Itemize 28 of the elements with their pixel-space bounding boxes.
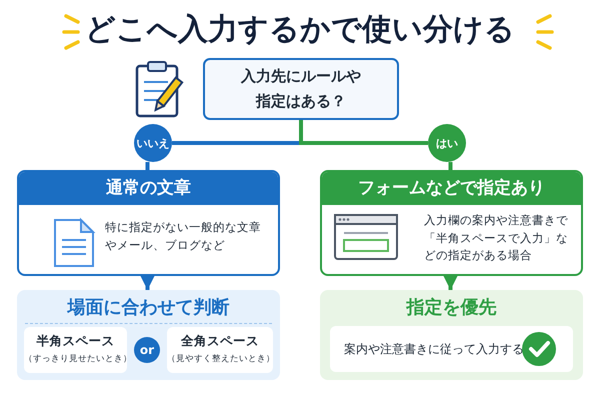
panel (17, 290, 280, 380)
question-box: 入力先にルールや指定はある？ (203, 58, 399, 120)
connector-line (299, 120, 428, 145)
panel-heading: 場面に合わせて判断 (66, 296, 230, 320)
arrow (442, 274, 458, 290)
answer-circle: はい (428, 124, 466, 162)
action-box (330, 326, 573, 372)
title: どこへ入力するかで使い分ける (85, 12, 515, 47)
panel (320, 290, 583, 380)
option-title: 全角スペース (180, 333, 260, 349)
option-box (167, 327, 273, 373)
option-note: （すっきり見せたいとき） (24, 353, 127, 366)
card (320, 170, 583, 276)
connector-line (448, 162, 452, 170)
option-title: 半角スペース (36, 333, 116, 349)
or-circle: or (134, 337, 160, 363)
card-text: 入力欄の案内や注意書きで「半角スペースで入力」などの指定がある場合 (424, 212, 569, 264)
card-text: 特に指定がない一般的な文章やメール、ブログなど (105, 219, 262, 254)
answer-circle: いいえ (134, 124, 172, 162)
card (17, 170, 280, 276)
panel-heading: 指定を優先 (405, 296, 498, 320)
card-header: 通常の文章 (19, 172, 278, 205)
option-box (24, 327, 127, 373)
card-header: フォームなどで指定あり (322, 172, 581, 205)
action-text: 案内や注意書きに従って入力する (344, 341, 524, 358)
option-note: （見やすく整えたいとき） (167, 353, 273, 366)
connector-line (146, 162, 150, 170)
arrow (140, 274, 156, 290)
